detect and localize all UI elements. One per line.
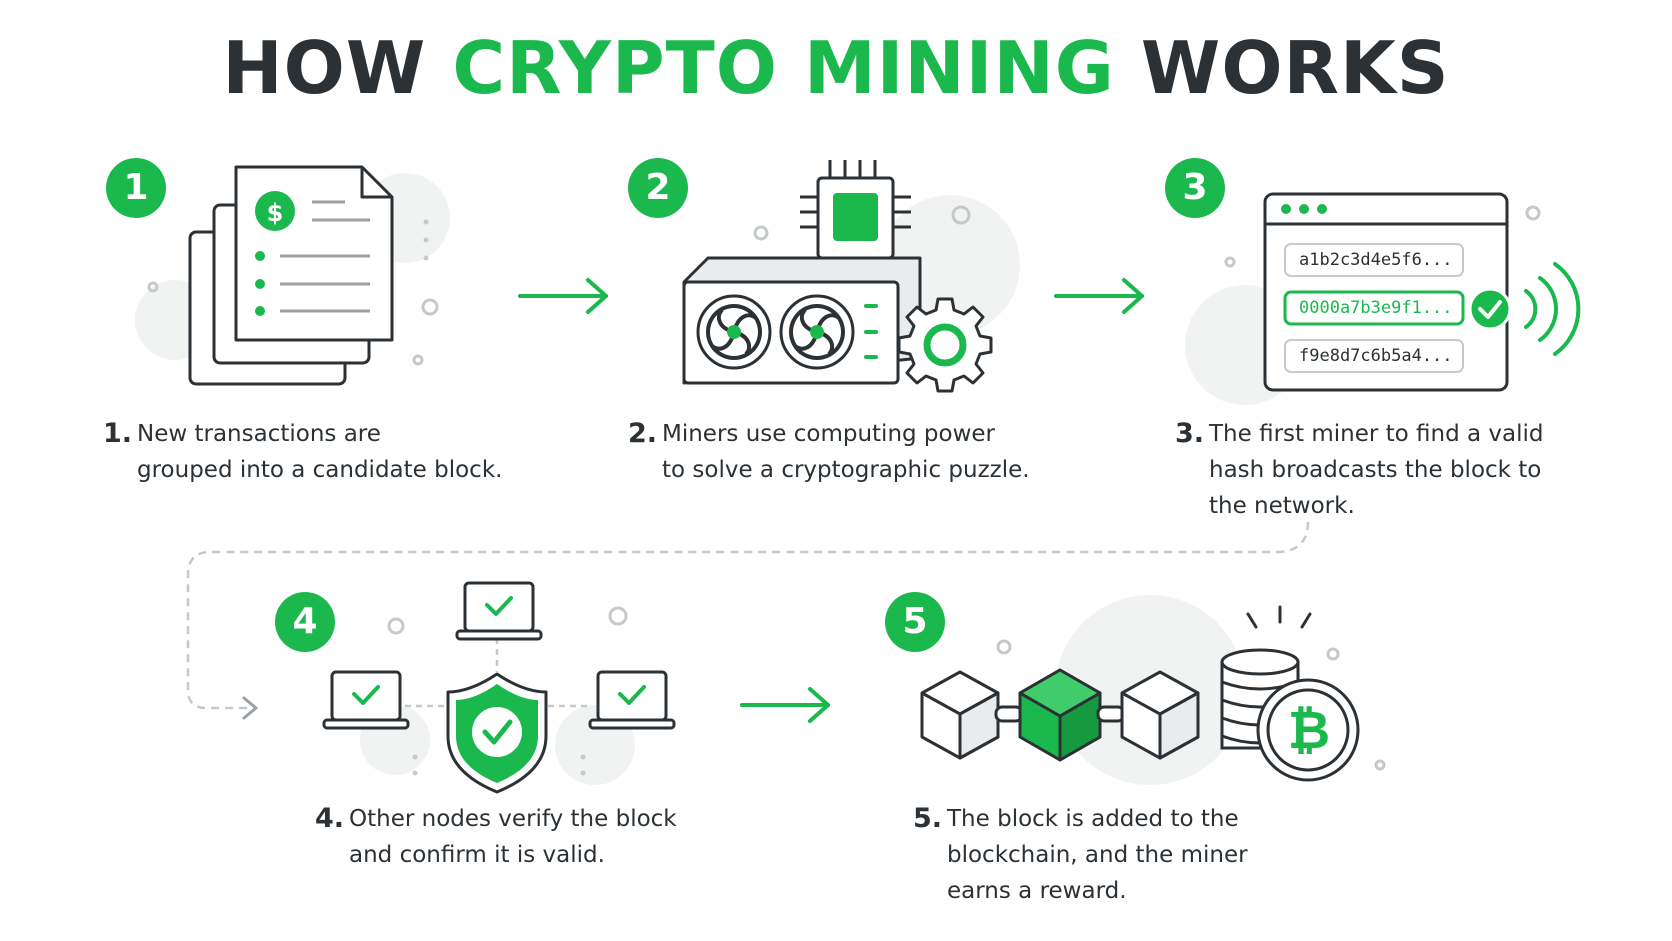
svg-text:₿: ₿	[1288, 701, 1330, 761]
step-3-line-1: The first miner to find a valid	[1209, 421, 1544, 447]
step-2-badge: 2	[628, 158, 688, 218]
sparkle-lines	[1246, 605, 1312, 629]
connector-arrowhead	[242, 696, 258, 720]
bitcoin-coin-icon: ₿	[1256, 678, 1360, 782]
laptop-icon-left	[322, 670, 410, 730]
title-part2: WORKS	[1114, 26, 1450, 110]
step-2-description: 2. Miners use computing power to solve a…	[628, 416, 1062, 488]
laptop-icon-top	[455, 581, 543, 641]
title-accent: CRYPTO MINING	[452, 26, 1115, 110]
verification-shield-icon	[322, 581, 676, 794]
step-1-line-2: grouped into a candidate block.	[137, 457, 503, 483]
block-right-icon	[1120, 670, 1200, 760]
arrow-row2	[740, 687, 830, 723]
mining-rig-icon	[682, 160, 993, 393]
step-1-badge: 1	[106, 158, 166, 218]
step-4-line-2: and confirm it is valid.	[349, 842, 605, 868]
step-5-description: 5. The block is added to the blockchain,…	[913, 801, 1347, 909]
step-2-line-2: to solve a cryptographic puzzle.	[662, 457, 1030, 483]
blockchain-reward-icon: ₿	[920, 605, 1360, 782]
hash-window-icon	[1263, 192, 1581, 392]
svg-text:$: $	[267, 199, 284, 227]
step-2-line-1: Miners use computing power	[662, 421, 996, 447]
step-1-description: 1. New transactions are grouped into a c…	[103, 416, 517, 488]
step-3-badge: 3	[1165, 158, 1225, 218]
step-3-description: 3. The first miner to find a valid hash …	[1175, 416, 1609, 524]
hash-value-3: f9e8d7c6b5a4...	[1299, 346, 1453, 366]
step-5-badge: 5	[885, 592, 945, 652]
step-1-number: 1.	[103, 418, 133, 449]
decor-dots	[412, 219, 586, 776]
step-5-line-1: The block is added to the	[947, 806, 1239, 832]
step-3-number: 3.	[1175, 418, 1205, 449]
step-5-number: 5.	[913, 803, 943, 834]
step-3-line-3: the network.	[1209, 493, 1355, 519]
transaction-documents-icon: $	[188, 165, 394, 386]
block-center-icon	[1018, 668, 1102, 762]
step-1-line-1: New transactions are	[137, 421, 381, 447]
step-4-description: 4. Other nodes verify the block and conf…	[315, 801, 749, 873]
title-part1: HOW	[222, 26, 453, 110]
step-4-badge: 4	[275, 592, 335, 652]
arrows-row1	[518, 278, 1144, 314]
hash-value-2: 0000a7b3e9f1...	[1299, 298, 1453, 318]
step-5-line-3: earns a reward.	[947, 878, 1127, 904]
step-4-number: 4.	[315, 803, 345, 834]
step-2-number: 2.	[628, 418, 658, 449]
decor-rings	[147, 205, 1541, 771]
step-4-line-1: Other nodes verify the block	[349, 806, 677, 832]
step-5-line-2: blockchain, and the miner	[947, 842, 1248, 868]
laptop-icon-right	[588, 670, 676, 730]
block-left-icon	[920, 670, 1000, 760]
connector-dashed	[186, 521, 1310, 710]
hash-value-1: a1b2c3d4e5f6...	[1299, 250, 1453, 270]
step-3-line-2: hash broadcasts the block to	[1209, 457, 1542, 483]
page-title: HOW CRYPTO MINING WORKS	[0, 26, 1672, 110]
